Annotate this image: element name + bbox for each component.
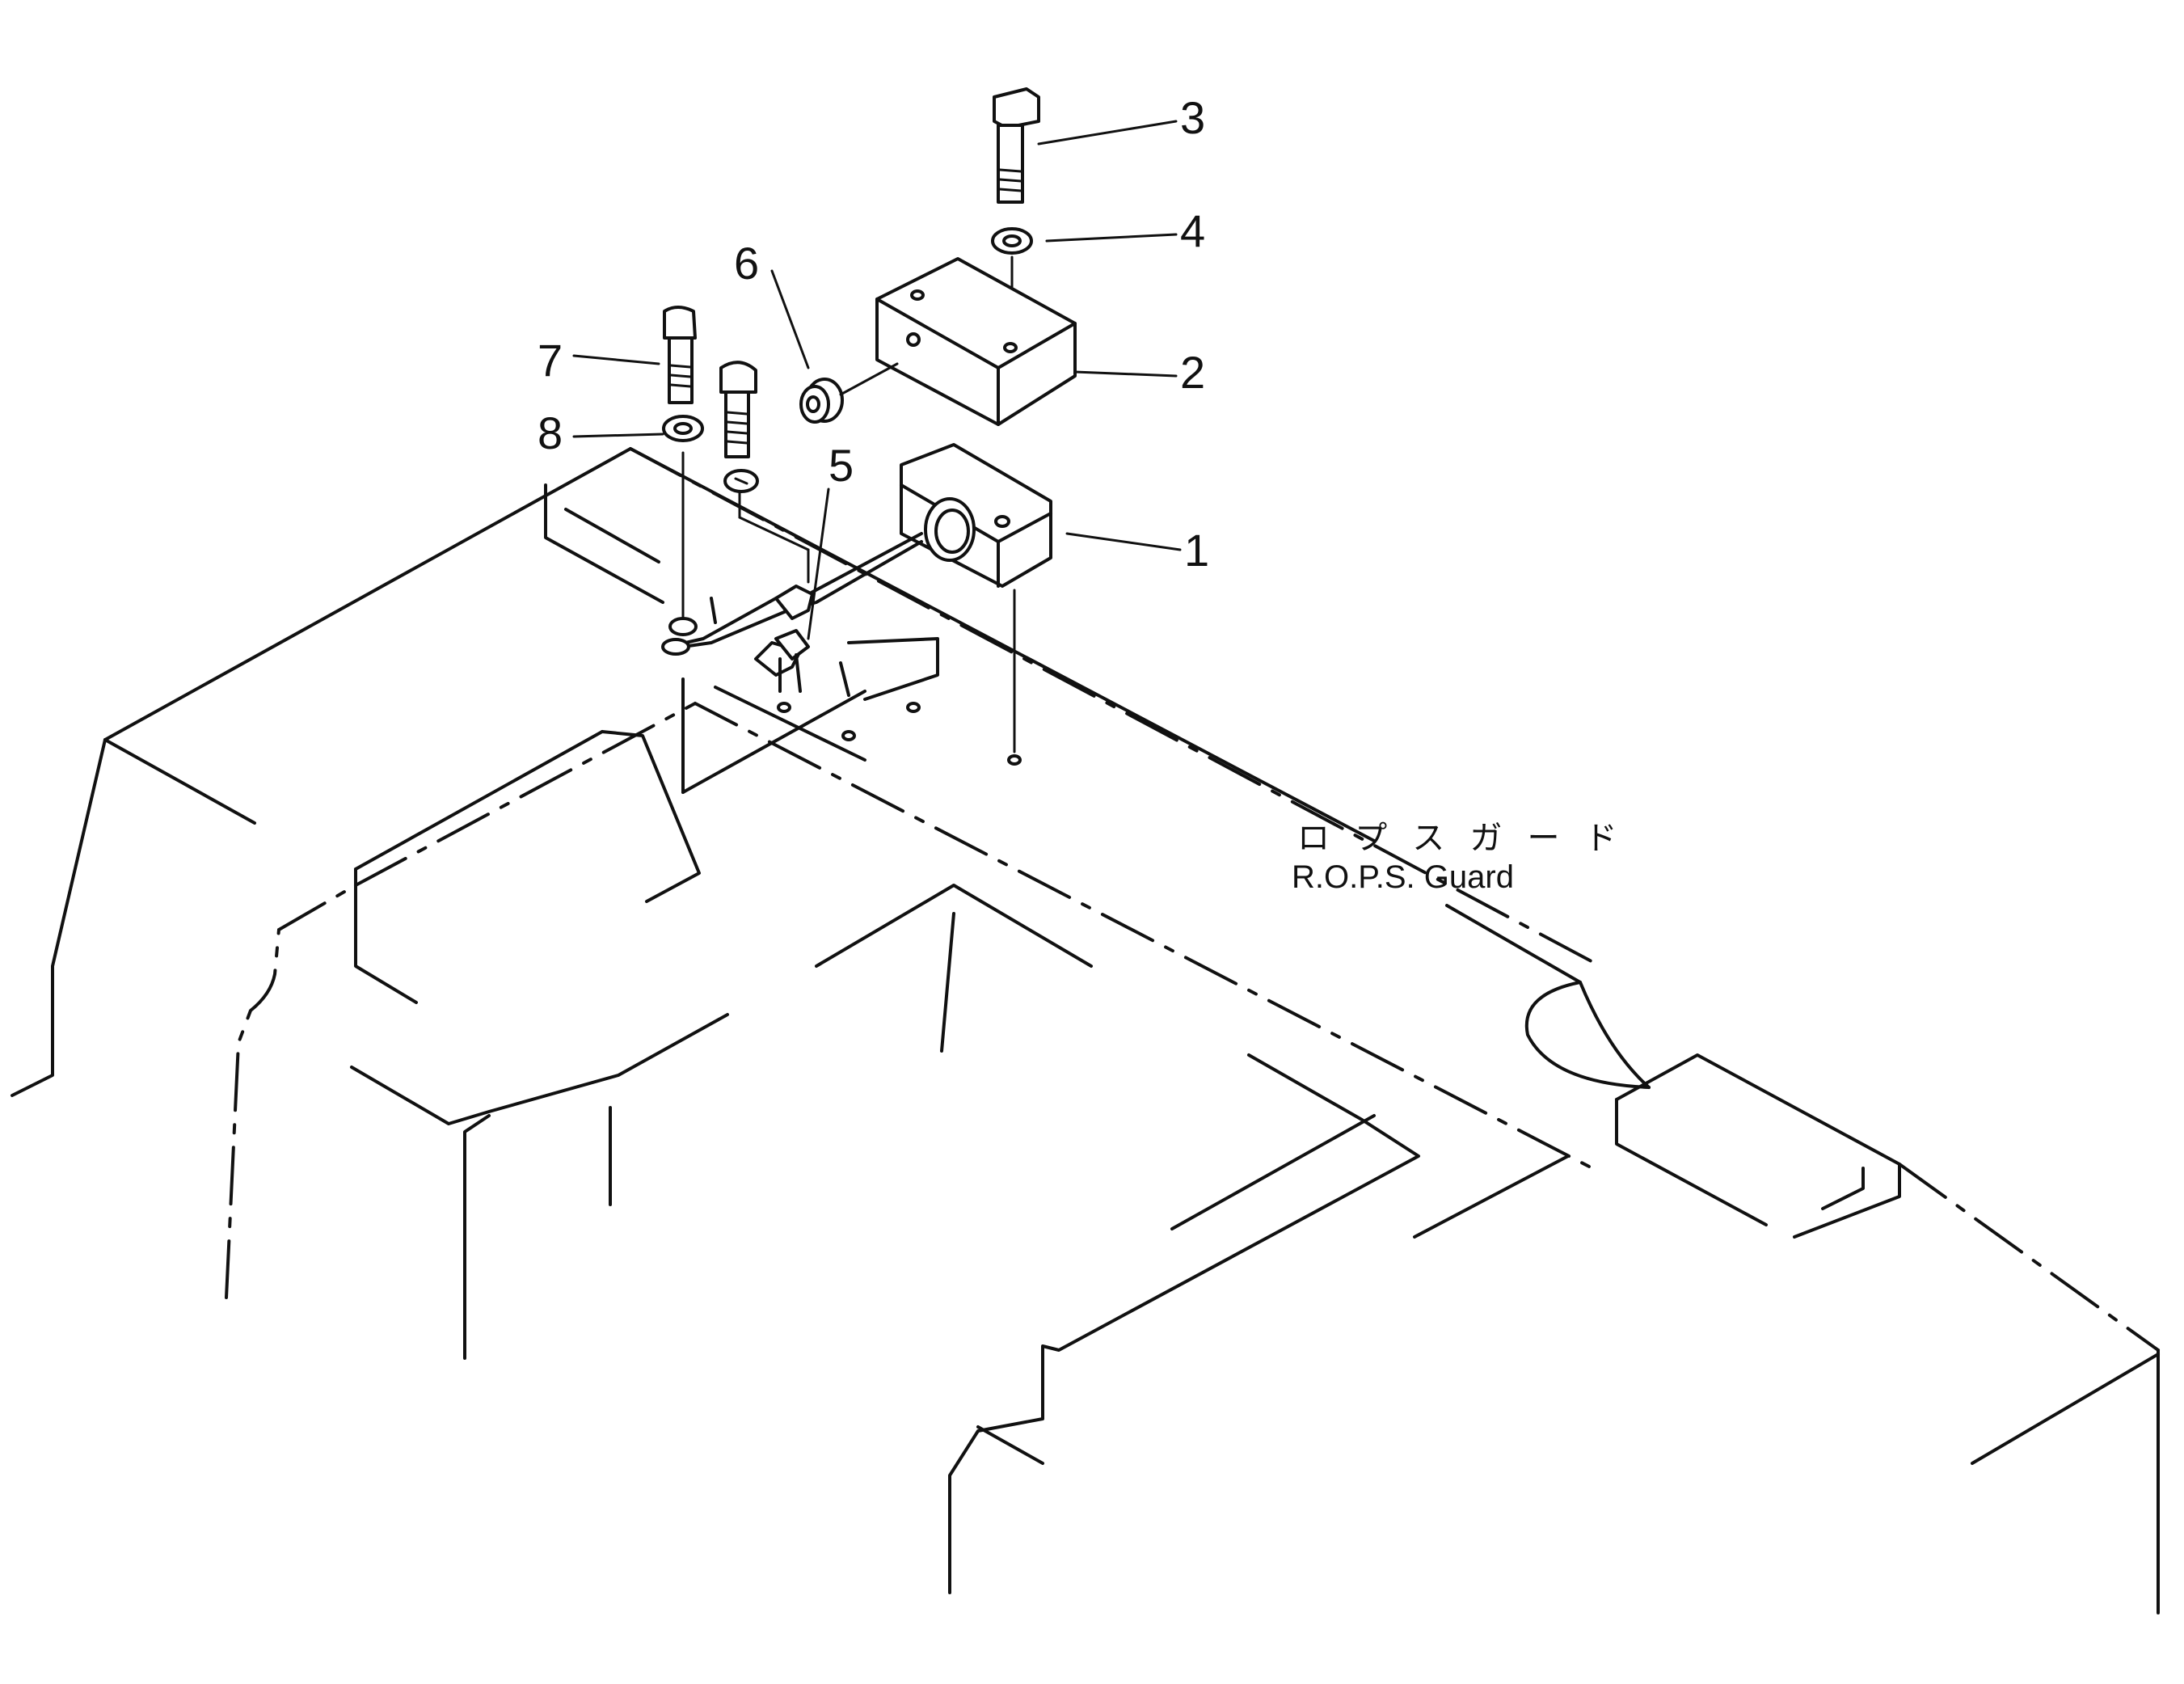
rops-guard-label-en: R.O.P.S. Guard	[1292, 859, 1514, 895]
callout-2: 2	[1180, 347, 1205, 398]
washer-part-4	[991, 227, 1033, 333]
washer-part-8	[662, 415, 704, 442]
callout-1: 1	[1184, 525, 1209, 576]
clamp-part-5	[661, 617, 810, 693]
callout-labels: 3 4 2 1 5 6 7 8	[538, 92, 1209, 576]
cover-part-2	[875, 257, 1077, 426]
screw-assembly	[719, 361, 759, 493]
rops-guard-structure	[11, 447, 2160, 1614]
leader-lines	[572, 120, 1182, 640]
callout-8: 8	[538, 407, 563, 458]
rops-guard-label-jp: ロ プ ス ガ ー ド	[1297, 821, 1625, 856]
rops-guard-note: ロ プ ス ガ ー ド R.O.P.S. Guard	[1292, 821, 1625, 895]
bolt-part-7	[663, 306, 697, 404]
bolt-part-3	[993, 87, 1040, 204]
callout-4: 4	[1180, 205, 1205, 256]
lamp-part-1	[665, 443, 1052, 648]
mounting-base	[544, 451, 1022, 794]
grommet-part-6	[799, 362, 899, 424]
callout-7: 7	[538, 335, 563, 386]
callout-5: 5	[828, 440, 854, 491]
callout-6: 6	[734, 238, 759, 289]
callout-3: 3	[1180, 92, 1205, 143]
